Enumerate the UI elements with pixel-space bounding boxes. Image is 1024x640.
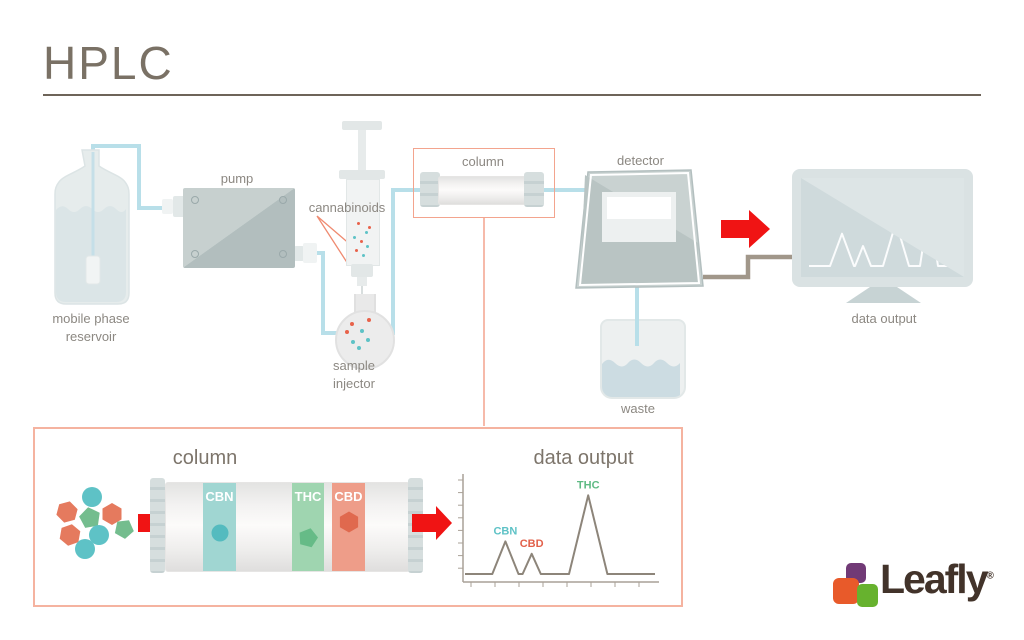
pump-screw — [191, 250, 199, 258]
molecule-hexagon-icon — [56, 501, 78, 523]
injector-flask — [335, 310, 395, 370]
peak-label-cbn: CBN — [493, 525, 517, 537]
column-label: column — [462, 154, 504, 169]
page-title: HPLC — [43, 37, 174, 89]
column-zoom-box — [413, 148, 555, 218]
peak-label-cbd: CBD — [520, 538, 544, 550]
pump-outlet-fitting — [303, 243, 317, 263]
column-band-cbn: CBN — [203, 483, 236, 571]
peak-label-thc: THC — [577, 479, 600, 491]
sample-injector-label: sample injector — [333, 358, 375, 391]
waste-liquid — [602, 359, 680, 397]
leafly-wordmark: Leafly® — [880, 556, 994, 603]
sample-dot — [366, 338, 370, 342]
syringe-plunger-handle — [342, 121, 382, 130]
flow-arrow-out-of-column-icon — [412, 506, 452, 540]
chromatogram-trace — [465, 494, 655, 575]
waste-beaker — [600, 319, 686, 399]
band-shape-cbn-circle-icon — [211, 524, 228, 542]
cannabinoid-molecule-cluster — [56, 487, 134, 559]
detector-body — [575, 169, 704, 289]
leafly-name: Leafly — [880, 556, 988, 602]
band-label-cbd: CBD — [334, 489, 363, 504]
detector-display-window — [607, 197, 671, 219]
detector-label: detector — [617, 153, 664, 168]
cable-detector-to-monitor — [703, 254, 794, 280]
sample-dot — [360, 240, 363, 243]
syringe-plunger-stem — [358, 130, 366, 172]
column-cylinder — [438, 176, 528, 205]
sample-dot — [367, 318, 371, 322]
pump-inlet-fitting — [162, 199, 173, 214]
pump-outlet-port — [294, 246, 304, 261]
syringe-sample-dots — [346, 179, 378, 264]
sample-dot — [362, 254, 365, 257]
pump-body — [183, 188, 295, 268]
reservoir-bottle — [54, 149, 130, 305]
pump-inlet-port — [173, 196, 185, 217]
cannabinoids-label: cannabinoids — [308, 200, 386, 215]
pump-screw — [279, 196, 287, 204]
inset-chart-title: data output — [533, 447, 634, 469]
sample-dot — [366, 245, 369, 248]
syringe-flange — [339, 170, 385, 179]
sample-dot — [345, 330, 349, 334]
monitor-stand — [846, 287, 921, 303]
band-label-thc: THC — [294, 489, 322, 504]
molecule-circle-icon — [89, 525, 109, 545]
molecule-hexagon-icon — [59, 524, 81, 546]
registered-mark: ® — [986, 570, 994, 582]
leafly-logo-orange-square-icon — [833, 578, 859, 604]
title-rule — [43, 94, 981, 96]
sample-dot — [360, 329, 364, 333]
flask-sample-dots — [335, 310, 391, 366]
column-end-cap — [420, 172, 440, 207]
inset-column-end-cap — [150, 478, 165, 573]
sample-dot — [351, 340, 355, 344]
monitor-screen — [801, 178, 964, 277]
syringe-tip — [357, 277, 367, 286]
flow-arrow-right-icon — [721, 210, 770, 248]
data-output-label: data output — [851, 311, 917, 326]
band-shape-cbd-hexagon-icon — [339, 511, 358, 533]
sample-dot — [350, 322, 354, 326]
sample-dot — [357, 346, 361, 350]
sample-dot — [355, 249, 358, 252]
molecule-circle-icon — [75, 539, 95, 559]
column-band-cbd: CBD — [332, 483, 365, 571]
molecule-pentagon-icon — [114, 520, 134, 539]
inset-column-title: column — [172, 447, 238, 469]
pump-screw — [191, 196, 199, 204]
column-end-cap — [524, 172, 544, 207]
syringe-lower-cap — [351, 264, 373, 277]
pump-label: pump — [220, 171, 254, 186]
sample-dot — [353, 236, 356, 239]
molecule-hexagon-icon — [102, 503, 122, 525]
reservoir-intake-filter — [85, 255, 101, 285]
leafly-logo-green-square-icon — [857, 584, 878, 607]
inset-column-cylinder: CBN THC CBD — [165, 482, 410, 572]
band-shape-thc-pentagon-icon — [299, 528, 318, 548]
molecule-circle-icon — [82, 487, 102, 507]
sample-dot — [365, 231, 368, 234]
waste-label: waste — [621, 401, 655, 416]
band-label-cbn: CBN — [205, 489, 234, 504]
sample-dot — [357, 222, 360, 225]
pump-screw — [279, 250, 287, 258]
reservoir-label: mobile phase reservoir — [52, 311, 130, 344]
column-band-thc: THC — [292, 483, 324, 571]
molecule-pentagon-icon — [79, 507, 100, 528]
syringe-barrel — [346, 179, 380, 266]
sample-dot — [368, 226, 371, 229]
